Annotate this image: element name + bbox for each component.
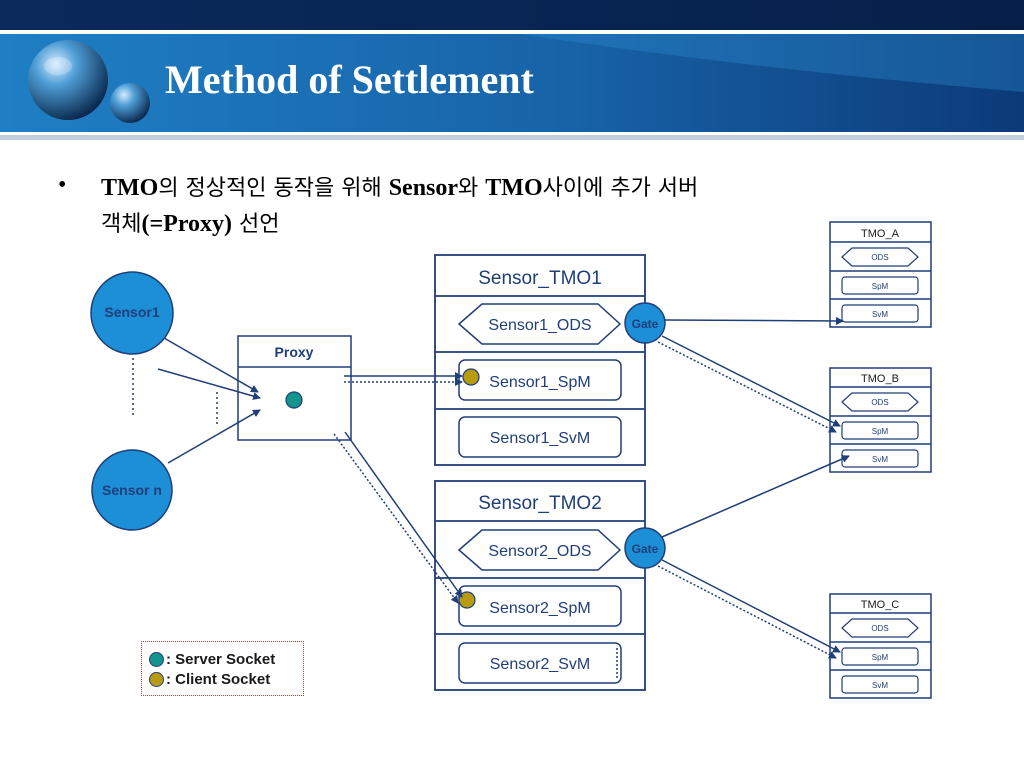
sensor-n-node: Sensor n — [91, 449, 173, 531]
gate-node-2: Gate — [624, 527, 666, 569]
sensor-tmo2-box: Sensor_TMO2 Sensor2_ODS Sensor2_SpM Sens… — [434, 480, 646, 691]
sensor1-ods-shape — [457, 303, 622, 345]
proxy-label: Proxy — [275, 344, 314, 360]
bullet-text-1: 의 정상적인 동작을 위해 — [158, 176, 389, 201]
sensor1-spm-label: Sensor1_SpM — [489, 374, 590, 391]
sensor2-svm-box — [458, 642, 622, 684]
sensor-tmo1-title: Sensor_TMO1 — [478, 268, 602, 289]
tmo-term-2: TMO — [485, 175, 543, 201]
sensor1-svm-box — [458, 416, 622, 458]
arrow-sensor1-proxy-a — [163, 337, 259, 393]
arrow-proxy-spm2-solid — [344, 431, 463, 598]
arrow-sensorn-proxy — [167, 409, 261, 464]
sensor-term: Sensor — [388, 175, 459, 201]
sensor-tmo1-box: Sensor_TMO1 Sensor1_ODS Sensor1_SpM Sens… — [434, 254, 646, 466]
legend-server-socket: : Server Socket — [149, 649, 275, 669]
tmo-a-ods: ODS — [871, 253, 888, 262]
bullet-text-4: 객체 — [101, 212, 142, 237]
tmo-a-title: TMO_A — [861, 228, 900, 240]
sensor2-ods-label: Sensor2_ODS — [488, 543, 591, 560]
tmo-c-spm: SpM — [872, 653, 889, 662]
legend-server-label: : Server Socket — [166, 650, 276, 668]
proxy-term: (=Proxy) — [141, 211, 233, 237]
proxy-box: Proxy — [237, 335, 352, 441]
arrow-gate1-tmo-b-dotted — [657, 341, 837, 433]
tmo-term: TMO — [101, 175, 159, 201]
tmo-c-ods: ODS — [871, 624, 888, 633]
arrow-gate1-tmo-b-solid — [661, 335, 841, 427]
arrow-gate2-tmo-b — [661, 455, 850, 538]
slide-title: Method of Settlement — [165, 57, 534, 102]
tmo-b-spm: SpM — [872, 427, 889, 436]
arrow-sensor1-proxy-b — [157, 368, 261, 400]
tmo-c-svm: SvM — [872, 681, 888, 690]
bullet-text-5: 선언 — [232, 212, 280, 237]
bullet-text-3: 사이에 추가 서버 — [542, 176, 699, 201]
sensor1-node: Sensor1 — [90, 271, 174, 355]
sensor1-label: Sensor1 — [104, 304, 159, 320]
sensor2-spm-box — [458, 585, 622, 627]
tmo-b-title: TMO_B — [861, 373, 899, 385]
tmo-a-box: TMO_A ODS SpM SvM — [829, 221, 932, 328]
tmo-c-box: TMO_C ODS SpM SvM — [829, 593, 932, 699]
tmo-a-svm: SvM — [872, 310, 888, 319]
arrow-gate2-tmo-c-dotted — [657, 565, 837, 659]
tmo-b-svm: SvM — [872, 455, 888, 464]
sensor-tmo2-title: Sensor_TMO2 — [478, 493, 602, 514]
gate-2-label: Gate — [632, 542, 659, 556]
tmo-c-title: TMO_C — [861, 599, 900, 611]
arrow-proxy-spm2-dotted — [333, 433, 459, 604]
sensor1-svm-label: Sensor1_SvM — [490, 430, 591, 447]
bullet-line-2: 객체(=Proxy) 선언 — [101, 206, 280, 238]
tmo-b-box: TMO_B ODS SpM SvM — [829, 367, 932, 473]
legend-client-socket: : Client Socket — [149, 669, 270, 689]
header-banner — [0, 0, 1024, 140]
proxy-server-socket — [285, 391, 303, 409]
sensor2-svm-label: Sensor2_SvM — [490, 656, 591, 673]
arrow-gate2-tmo-c-solid — [661, 559, 841, 653]
sensor2-spm-label: Sensor2_SpM — [489, 600, 590, 617]
bullet-marker: • — [58, 172, 67, 198]
gate-node-1: Gate — [624, 302, 666, 344]
sensor2-ods-shape — [457, 529, 622, 571]
client-socket-icon — [149, 671, 164, 687]
arrow-gate1-tmo-a — [664, 316, 844, 325]
tmo-a-spm: SpM — [872, 282, 889, 291]
legend-client-label: : Client Socket — [166, 670, 271, 688]
sensor1-ods-label: Sensor1_ODS — [488, 317, 591, 334]
sensor1-client-socket — [462, 368, 480, 386]
server-socket-icon — [149, 651, 164, 667]
legend: : Server Socket : Client Socket — [141, 641, 304, 696]
bullet-text-2: 와 — [458, 176, 486, 201]
globe-logo-icon — [28, 40, 150, 123]
gate-1-label: Gate — [632, 317, 659, 331]
bullet-line-1: TMO의 정상적인 동작을 위해 Sensor와 TMO사이에 추가 서버 — [101, 170, 698, 202]
sensor2-client-socket — [458, 591, 476, 609]
sensor-n-label: Sensor n — [102, 482, 162, 498]
tmo-b-ods: ODS — [871, 398, 888, 407]
